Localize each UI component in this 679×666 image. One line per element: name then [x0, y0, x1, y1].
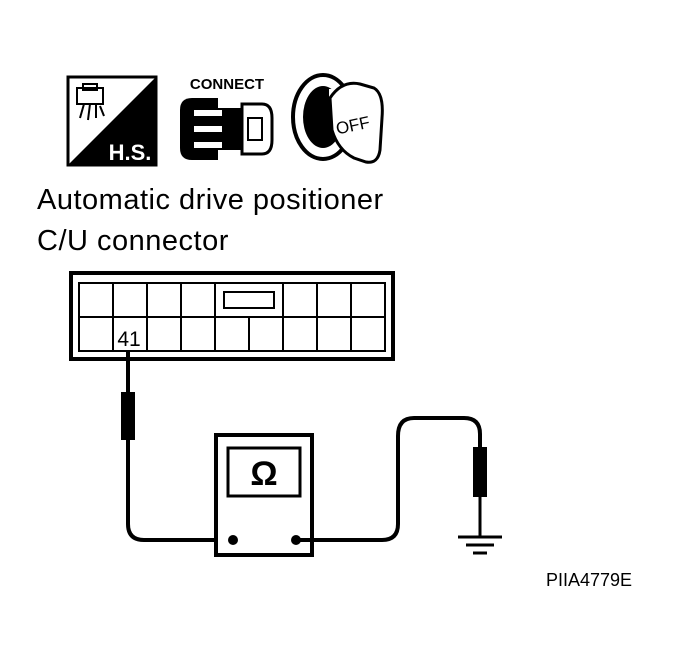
meter-terminal-left	[228, 535, 238, 545]
ground-icon	[458, 535, 502, 555]
ignition-off-icon: OFF	[291, 73, 384, 164]
probe-lead-right	[296, 416, 487, 542]
ohmmeter: Ω	[214, 433, 314, 557]
connect-icon: CONNECT	[180, 76, 274, 160]
connector: 41	[69, 271, 395, 361]
hs-label: H.S.	[109, 140, 152, 165]
ohm-symbol: Ω	[250, 455, 277, 493]
probe-lead-left	[121, 351, 232, 542]
terminal-number: 41	[117, 328, 140, 351]
harness-side-icon: H.S.	[66, 75, 158, 167]
title-line-2: C/U connector	[37, 225, 229, 257]
figure-reference: PIIA4779E	[546, 570, 633, 590]
connect-label: CONNECT	[190, 76, 264, 93]
title-line-1: Automatic drive positioner	[37, 184, 384, 216]
